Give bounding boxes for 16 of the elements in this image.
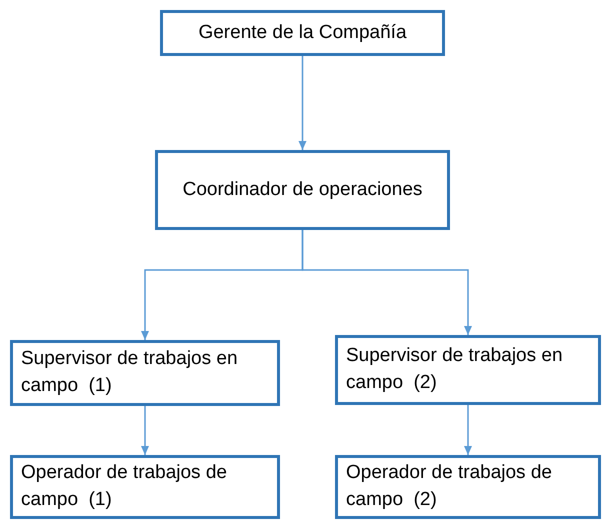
role-title: Gerente de la Compañía xyxy=(198,20,407,45)
role-box xyxy=(10,455,280,519)
role-box xyxy=(335,455,601,519)
arrow xyxy=(302,230,472,335)
arrow xyxy=(464,405,472,455)
arrow xyxy=(298,56,306,150)
role-title: Coordinador de operaciones xyxy=(182,178,422,202)
arrow xyxy=(141,406,149,455)
role-box xyxy=(10,340,280,406)
role-title: Supervisor de trabajos en campo (2) xyxy=(346,344,564,395)
role-title: Supervisor de trabajos en campo (1) xyxy=(21,347,239,398)
role-box xyxy=(335,335,601,405)
role-title: Operador de trabajos de campo (2) xyxy=(346,461,553,512)
role-box xyxy=(160,10,445,56)
role-title: Operador de trabajos de campo (1) xyxy=(21,461,228,512)
role-box xyxy=(155,150,450,230)
